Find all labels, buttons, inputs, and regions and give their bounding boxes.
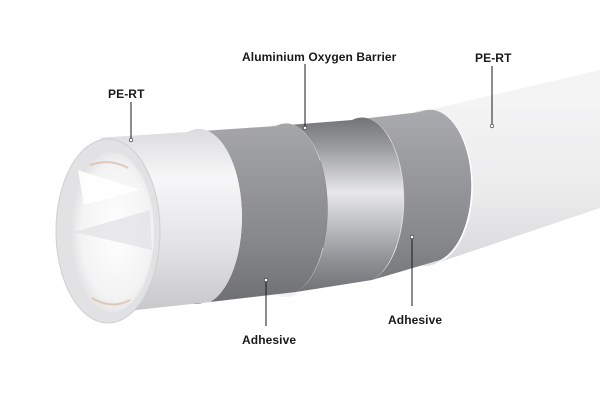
bore-highlight xyxy=(78,170,140,205)
outer-adhesive-layer xyxy=(352,109,472,280)
inner-pe-rt-layer xyxy=(96,129,242,312)
outer-pe-rt-layer xyxy=(420,70,600,262)
aluminium-barrier-layer xyxy=(276,117,404,292)
inner-adhesive-layer xyxy=(188,123,328,303)
label-aluminium-oxygen-barrier: Aluminium Oxygen Barrier xyxy=(242,50,397,64)
leader-lines xyxy=(130,64,493,326)
label-adhesive-outer: Adhesive xyxy=(388,313,443,327)
bore-copper-tint xyxy=(89,161,129,169)
bore-copper-tint-bottom xyxy=(91,297,131,306)
bore-shadow xyxy=(74,210,152,250)
label-adhesive-inner: Adhesive xyxy=(242,333,297,347)
label-pe-rt-outer: PE-RT xyxy=(475,51,512,65)
label-pe-rt-inner: PE-RT xyxy=(108,87,145,101)
leader-dots xyxy=(128,123,495,283)
